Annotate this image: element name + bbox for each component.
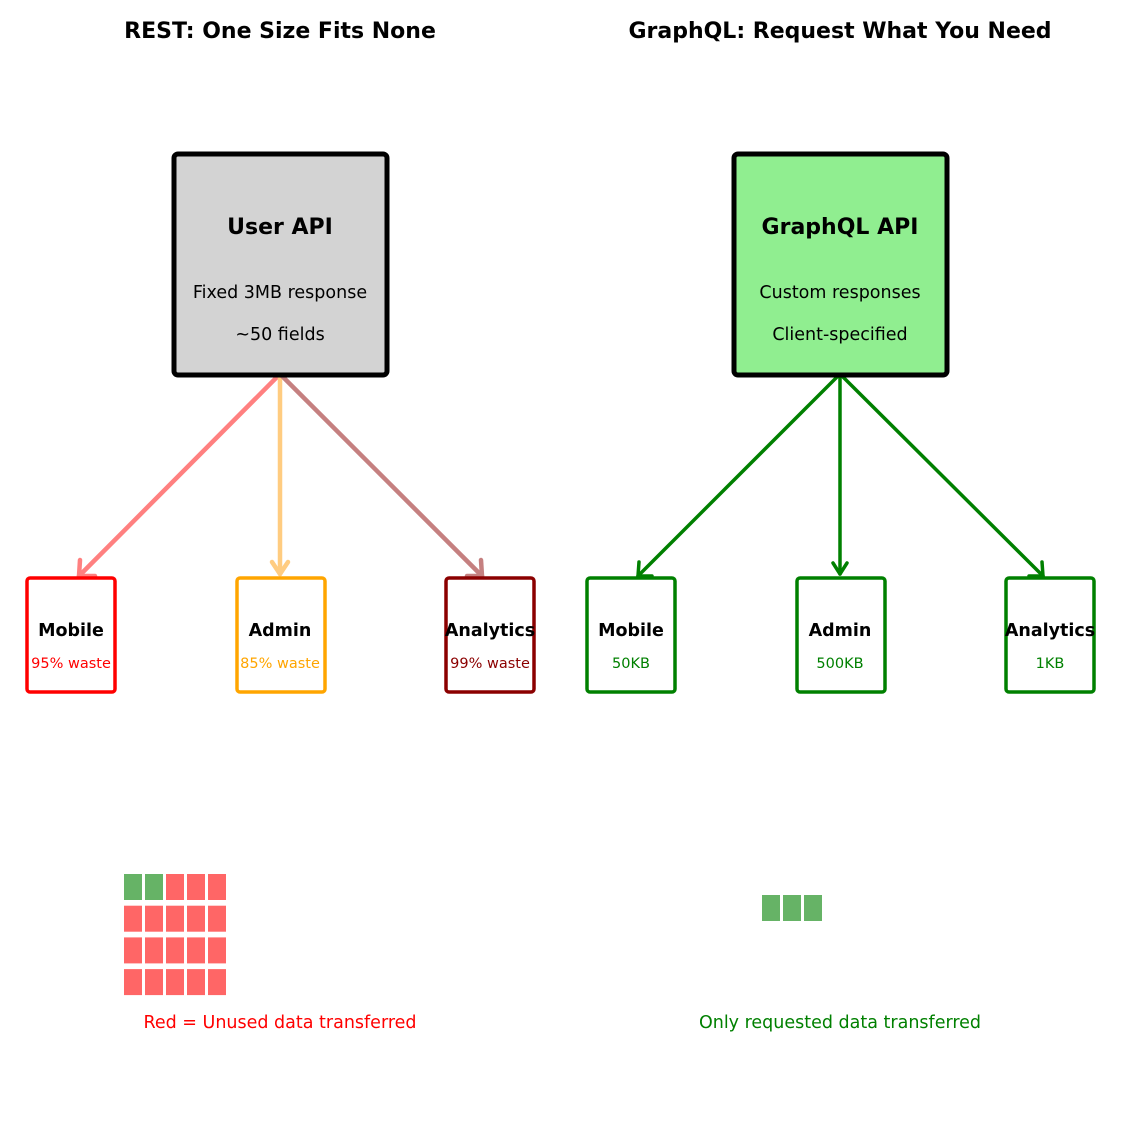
rest-client-analytics-waste: 99% waste	[450, 656, 530, 672]
rest-panel: REST: One Size Fits None User API Fixed …	[25, 19, 536, 1033]
rest-api-field-count: ~50 fields	[235, 325, 324, 345]
rest-data-unused-block	[187, 874, 205, 900]
rest-data-unused-block	[124, 905, 142, 932]
graphql-panel: GraphQL: Request What You Need GraphQL A…	[585, 19, 1096, 1033]
graphql-data-used-block	[804, 895, 822, 921]
rest-client-mobile: Mobile 95% waste	[25, 576, 117, 694]
rest-client-admin-box	[235, 576, 327, 694]
graphql-arrowhead-mobile	[636, 560, 654, 578]
rest-arrow-analytics	[277, 371, 485, 579]
rest-data-unused-block	[145, 937, 163, 964]
graphql-client-analytics-box	[1004, 576, 1096, 694]
rest-data-unused-block	[124, 969, 142, 996]
rest-client-analytics: Analytics 99% waste	[444, 576, 536, 694]
rest-data-unused-block	[166, 937, 184, 964]
rest-client-analytics-name: Analytics	[445, 621, 535, 641]
graphql-arrowhead-analytics	[1027, 560, 1045, 578]
rest-data-unused-block	[145, 969, 163, 996]
graphql-panel-title: GraphQL: Request What You Need	[628, 19, 1051, 44]
rest-data-unused-block	[187, 969, 205, 996]
graphql-legend-caption: Only requested data transferred	[699, 1013, 981, 1033]
rest-client-admin: Admin 85% waste	[235, 576, 327, 694]
rest-data-unused-block	[208, 937, 226, 964]
rest-data-unused-block	[208, 874, 226, 900]
rest-client-mobile-box	[25, 576, 117, 694]
rest-client-admin-name: Admin	[249, 621, 312, 641]
graphql-client-mobile-name: Mobile	[598, 621, 664, 641]
rest-data-unused-block	[145, 905, 163, 932]
rest-data-unused-block	[166, 969, 184, 996]
graphql-client-admin-size: 500KB	[816, 656, 863, 672]
rest-client-admin-waste: 85% waste	[240, 656, 320, 672]
rest-data-unused-block	[187, 937, 205, 964]
rest-data-unused-block	[166, 874, 184, 900]
graphql-client-analytics: Analytics 1KB	[1004, 576, 1096, 694]
graphql-api-box	[731, 151, 950, 378]
rest-legend-caption: Red = Unused data transferred	[143, 1013, 416, 1033]
rest-data-unused-block	[166, 905, 184, 932]
graphql-data-used-block	[762, 895, 780, 921]
graphql-arrow-mobile	[636, 372, 842, 578]
rest-api-box	[171, 151, 390, 378]
rest-data-blocks	[124, 874, 226, 996]
rest-data-used-block	[145, 874, 163, 900]
graphql-client-mobile-size: 50KB	[612, 656, 650, 672]
graphql-api-name: GraphQL API	[762, 215, 919, 240]
rest-data-unused-block	[208, 905, 226, 932]
rest-client-mobile-waste: 95% waste	[31, 656, 111, 672]
rest-data-used-block	[124, 874, 142, 900]
graphql-client-admin-box	[795, 576, 887, 694]
rest-client-analytics-box	[444, 576, 536, 694]
rest-api-response-size: Fixed 3MB response	[193, 283, 367, 303]
graphql-api-client-specified: Client-specified	[772, 325, 907, 345]
graphql-data-blocks	[762, 895, 822, 921]
rest-arrowhead-mobile	[76, 557, 98, 579]
graphql-client-admin: Admin 500KB	[795, 576, 887, 694]
graphql-arrow-analytics	[838, 372, 1045, 578]
rest-data-unused-block	[208, 969, 226, 996]
graphql-client-analytics-name: Analytics	[1005, 621, 1095, 641]
rest-arrowhead-analytics	[464, 557, 485, 579]
graphql-client-mobile: Mobile 50KB	[585, 576, 677, 694]
graphql-client-admin-name: Admin	[809, 621, 872, 641]
rest-arrow-mobile	[76, 371, 283, 579]
rest-data-unused-block	[187, 905, 205, 932]
rest-arrowhead-admin	[269, 559, 291, 577]
rest-api-name: User API	[227, 215, 333, 240]
graphql-client-analytics-size: 1KB	[1036, 656, 1065, 672]
rest-data-unused-block	[124, 937, 142, 964]
graphql-arrowhead-admin	[831, 561, 849, 576]
graphql-data-used-block	[783, 895, 801, 921]
graphql-client-mobile-box	[585, 576, 677, 694]
rest-panel-title: REST: One Size Fits None	[124, 19, 436, 44]
graphql-api-responses: Custom responses	[759, 283, 920, 303]
rest-client-mobile-name: Mobile	[38, 621, 104, 641]
